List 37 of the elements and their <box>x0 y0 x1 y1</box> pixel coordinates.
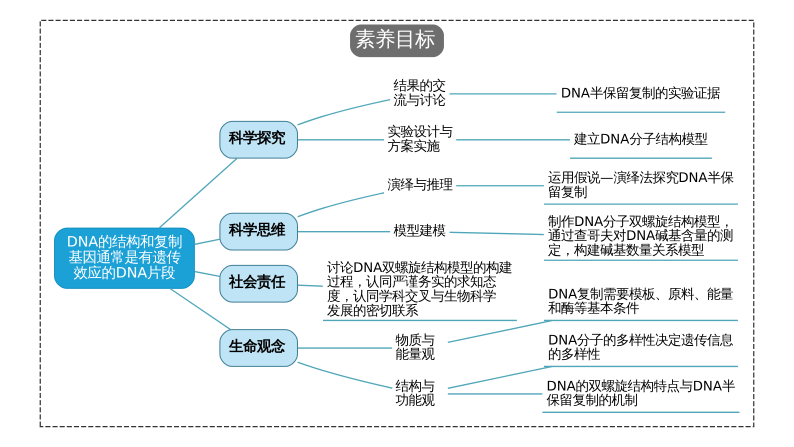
node-box: 科学思维 <box>219 212 298 251</box>
connector <box>298 139 384 140</box>
node-text: 建立DNA分子结构模型 <box>574 132 708 148</box>
connector <box>297 192 384 218</box>
node-box: 生命观念 <box>219 329 298 367</box>
connector <box>298 347 392 349</box>
node-text: DNA分子的多样性决定遗传信息的多样性 <box>548 333 734 363</box>
connector <box>450 232 544 236</box>
node-text: 模型建模 <box>393 224 446 240</box>
node-text: 物质与能量观 <box>395 333 434 363</box>
node-box: 科学探究 <box>219 120 298 159</box>
connector <box>194 238 220 245</box>
node-text: 实验设计与方案实施 <box>387 125 452 154</box>
node-text: 运用假说—演绎法探究DNA半保留复制 <box>548 171 734 200</box>
connector <box>448 393 542 395</box>
connector <box>170 288 231 330</box>
connector <box>158 158 238 229</box>
connector <box>297 98 390 126</box>
connector <box>298 231 390 232</box>
node-text: DNA的双螺旋结构特点与DNA半保留复制的机制 <box>546 379 735 409</box>
node-text: 结构与功能观 <box>395 379 434 409</box>
node-box: 社会责任 <box>219 264 298 303</box>
connector <box>298 284 323 287</box>
connector <box>448 320 552 344</box>
node-text: 结果的交流与讨论 <box>393 79 446 108</box>
node-text: 演绎与推理 <box>387 178 452 194</box>
connector <box>448 366 552 389</box>
connector <box>456 185 544 186</box>
node-text: DNA复制需要模板、原料、能量和酶等基本条件 <box>548 287 734 317</box>
node-box: DNA的结构和复制 基因通常是有遗传效应的DNA片段 <box>54 228 195 289</box>
connector <box>297 362 392 389</box>
node-text: DNA半保留复制的实验证据 <box>560 86 720 102</box>
node-text: 制作DNA分子双螺旋结构模型，通过查哥夫对DNA碱基含量的测定，构建碱基数量关系模型 <box>548 214 734 259</box>
node-text: 讨论DNA双螺旋结构模型的构建过程，认同严谨务实的求知态度，认同学科交叉与生物科学发展的密切联系 <box>327 260 512 319</box>
connector <box>194 270 220 278</box>
connector <box>456 139 570 140</box>
connector <box>450 93 557 95</box>
